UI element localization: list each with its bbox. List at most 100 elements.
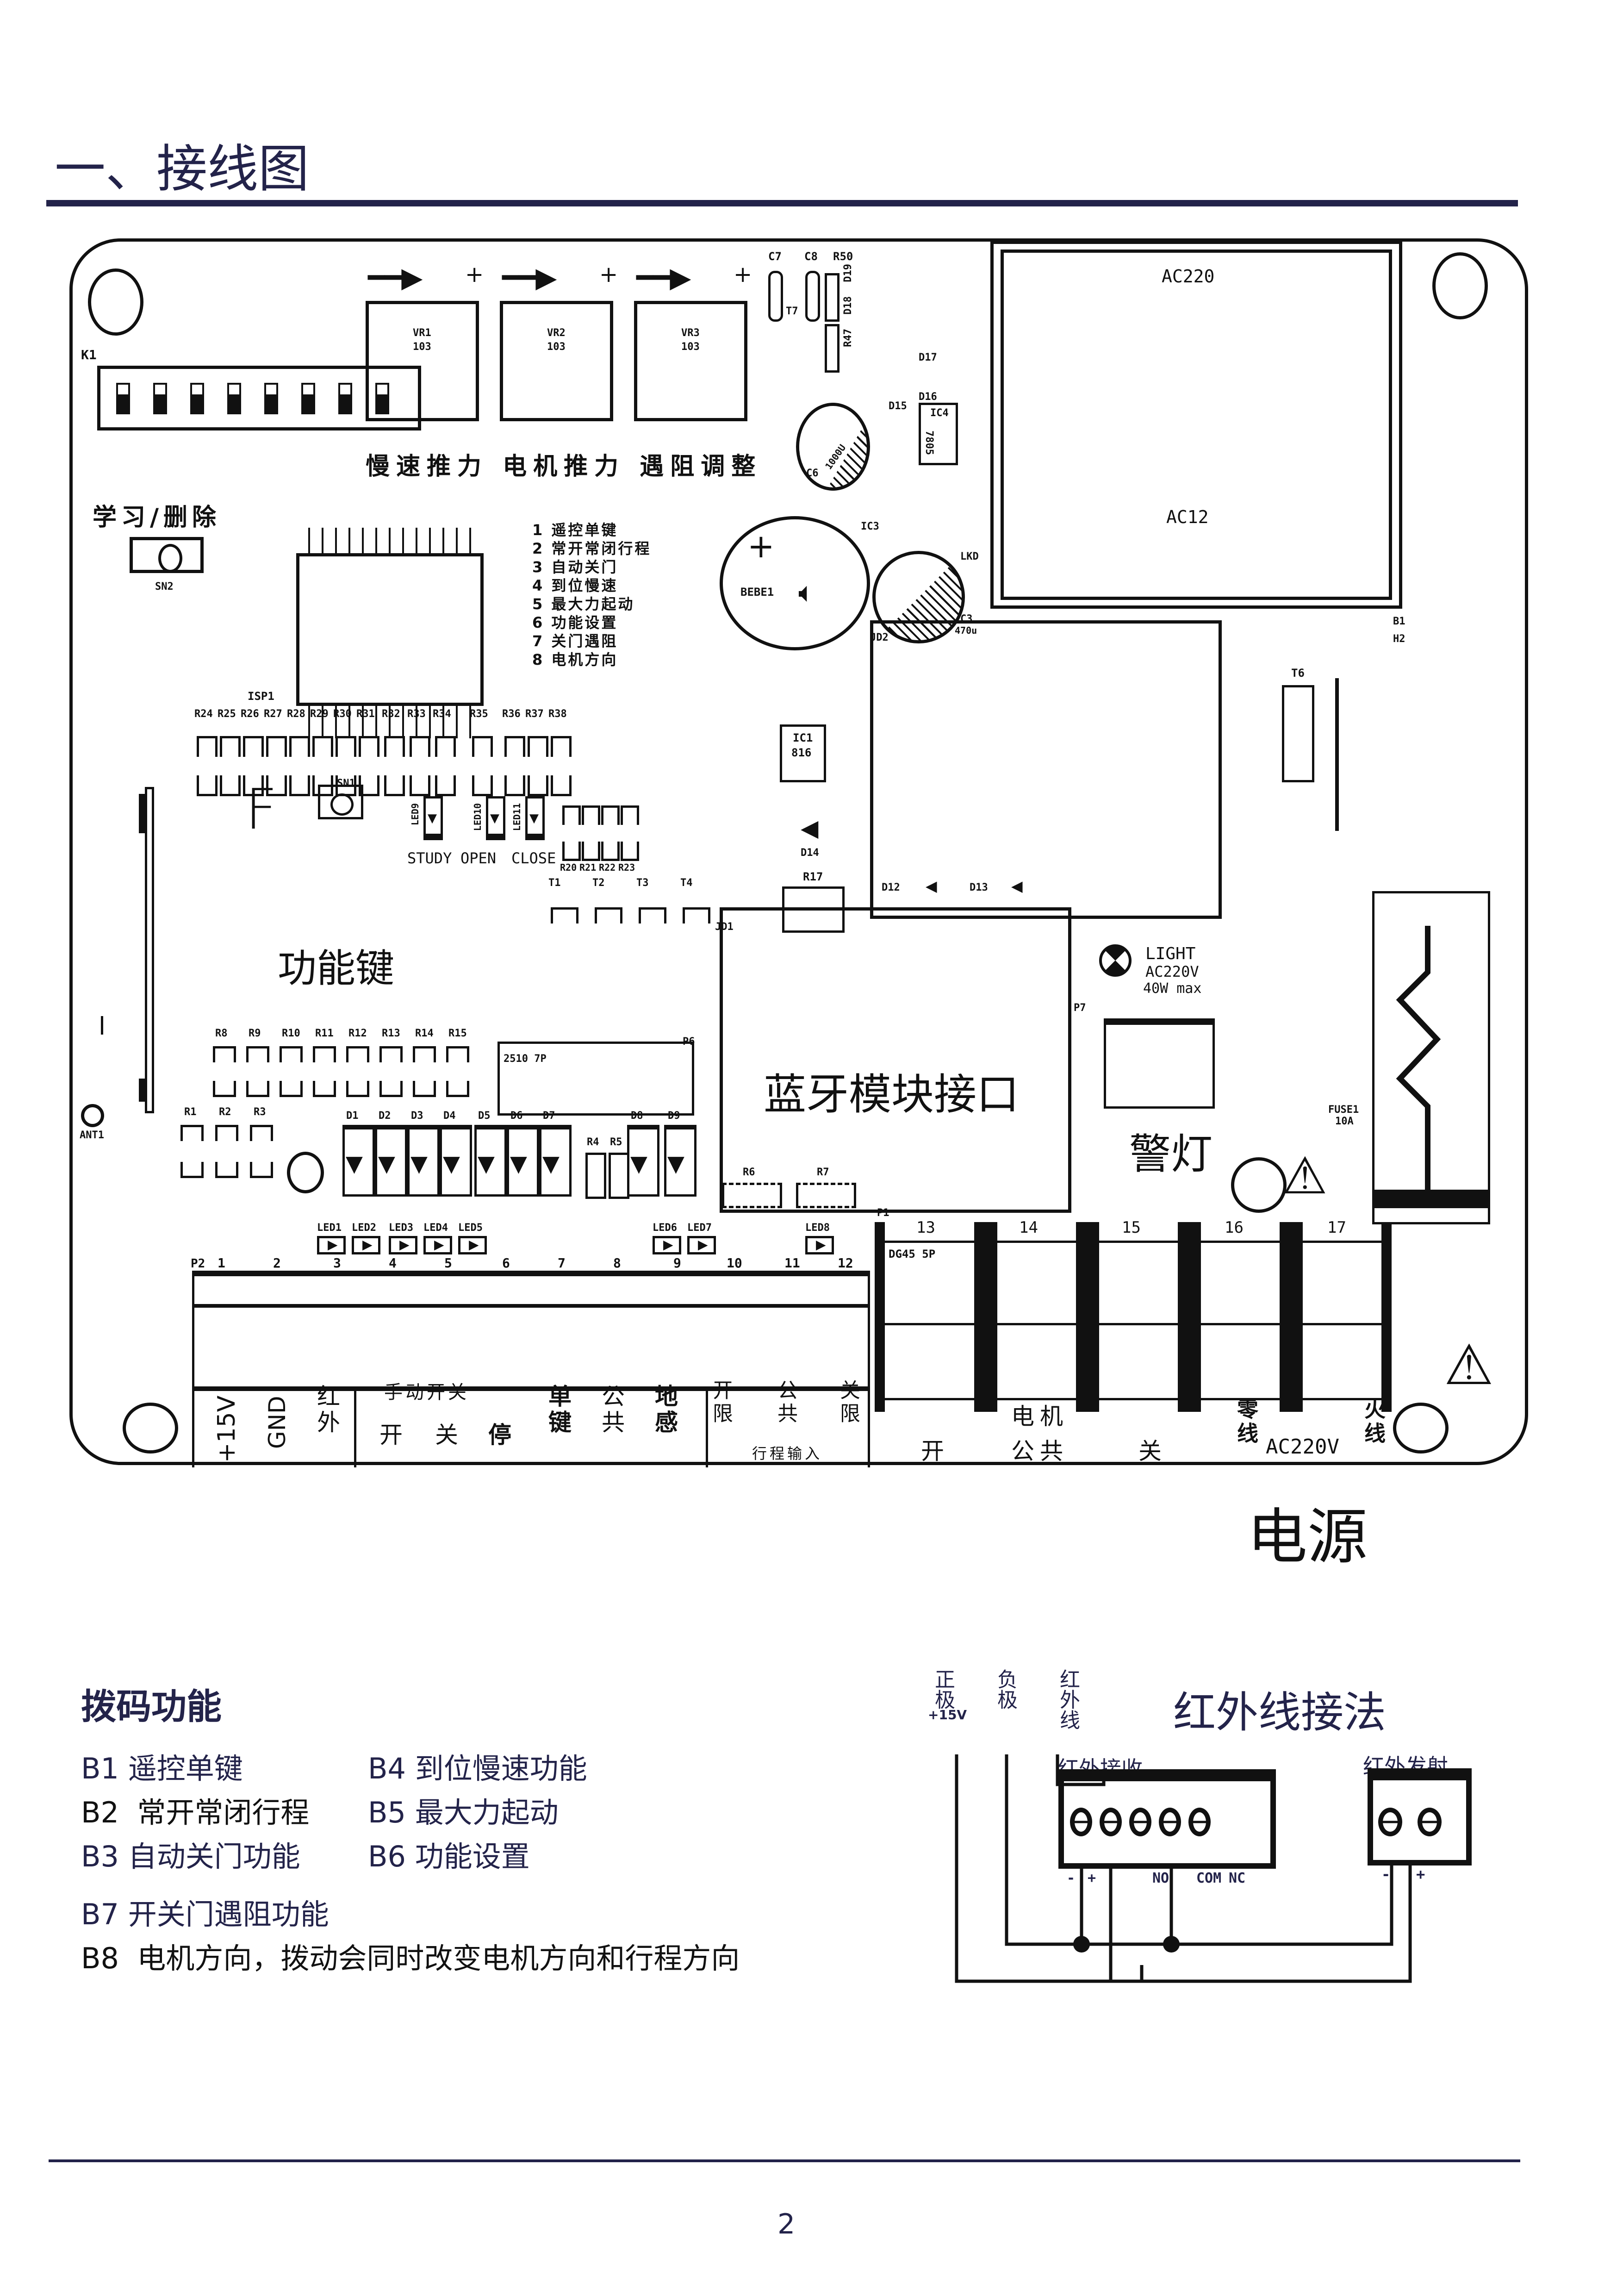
- resistor-ref: R30: [333, 708, 352, 720]
- bluetooth-module-area: [720, 907, 1071, 1213]
- resistor-ref: R15: [448, 1028, 467, 1039]
- led-ref: LED1: [317, 1222, 342, 1234]
- resistor-ref: R13: [382, 1028, 400, 1039]
- dip-switch-ref: K1: [81, 347, 97, 362]
- ir-plus15v: +15V: [928, 1707, 967, 1722]
- mcu-pin: [456, 528, 458, 553]
- diode: [440, 1125, 472, 1197]
- dip-function-item: B4 到位慢速功能: [368, 1752, 587, 1785]
- fuse-rating: 10A: [1335, 1116, 1354, 1127]
- transistor-ref: T3: [636, 877, 649, 889]
- dip-switch[interactable]: [97, 366, 421, 430]
- terminal-screw-icon[interactable]: [1100, 1808, 1122, 1836]
- sn2-ref: SN2: [155, 581, 174, 593]
- resistor-pad-bottom: [243, 775, 264, 796]
- resistor-ref: R29: [310, 708, 329, 720]
- transformer-secondary: AC12: [1166, 507, 1209, 527]
- resistor-pad-bottom: [601, 842, 620, 861]
- dip-legend-item: 2 常开常闭行程: [532, 540, 652, 557]
- resistor-ref: R8: [215, 1028, 228, 1039]
- led-ref: LED4: [423, 1222, 448, 1234]
- pot-arrow-icon: ━━▶: [636, 262, 691, 294]
- dip-switch-slot[interactable]: [153, 383, 167, 414]
- resistor-pad-bottom: [384, 775, 405, 796]
- dip-switch-slot[interactable]: [375, 383, 389, 414]
- resistor-ref: R10: [282, 1028, 300, 1039]
- dip-switch-slot[interactable]: [227, 383, 241, 414]
- header-rule: [46, 200, 1518, 206]
- motor-label: 电机: [1011, 1403, 1069, 1430]
- f-label: F: [245, 778, 278, 842]
- dip-switch-slot[interactable]: [190, 383, 204, 414]
- c8: [805, 271, 820, 322]
- diode: [474, 1125, 507, 1197]
- light-line1: LIGHT: [1145, 944, 1196, 963]
- pcb-board: [69, 238, 1528, 1465]
- resistor-ref: R4: [587, 1136, 599, 1148]
- relay-block: [870, 620, 1222, 919]
- warning-light-label: 警灯: [1129, 1130, 1213, 1179]
- mcu-pin: [348, 706, 350, 738]
- learn-button-sn2[interactable]: [130, 537, 204, 573]
- ir-rx-terminal-label: +: [1088, 1870, 1096, 1886]
- terminal-screw-icon[interactable]: [1159, 1808, 1181, 1836]
- dip-switch-slot[interactable]: [301, 383, 315, 414]
- terminal-block-p2: [192, 1271, 870, 1467]
- p1-pin-number: 15: [1122, 1218, 1141, 1237]
- mcu-pin: [402, 528, 404, 553]
- ic3-ref: IC3: [861, 521, 879, 532]
- resistor-ref: R27: [264, 708, 282, 720]
- dip-function-item: B8 电机方向，拨动会同时改变电机方向和行程方向: [81, 1941, 740, 1975]
- d18-ref: D18: [842, 296, 854, 315]
- pot-arrow-icon: ━━▶: [368, 262, 423, 294]
- terminal-screw-icon[interactable]: [1070, 1808, 1092, 1836]
- terminal-screw-icon[interactable]: [1378, 1808, 1402, 1836]
- d15-ref: D15: [889, 400, 907, 412]
- resistor-pad: [796, 1183, 856, 1208]
- dip-switch-slot[interactable]: [116, 383, 130, 414]
- power-ac: AC220V: [1266, 1435, 1339, 1459]
- mcu-pin: [469, 528, 471, 553]
- dip-function-item: B2 常开常闭行程: [81, 1796, 310, 1829]
- terminal-screw-icon[interactable]: [1188, 1808, 1211, 1836]
- p2-pin-number: 5: [444, 1255, 452, 1271]
- left-header: [145, 787, 154, 1113]
- p2-pin-number: 1: [218, 1255, 225, 1271]
- resistor-ref: R34: [433, 708, 451, 720]
- t7-ref: T7: [786, 306, 798, 317]
- d19-ref: D19: [842, 264, 854, 282]
- regulator-label: 7805: [923, 430, 935, 455]
- resistor-ref: R20: [560, 862, 577, 873]
- p1-divider: [1178, 1222, 1201, 1412]
- dip-switch-slot[interactable]: [338, 383, 352, 414]
- resistor-pad-bottom: [621, 842, 639, 861]
- function-button-sn1[interactable]: [318, 785, 363, 819]
- led: ▶: [389, 1236, 417, 1254]
- resistor-pad-top: [601, 805, 620, 825]
- terminal-screw-icon[interactable]: [1418, 1808, 1442, 1836]
- power-label: 电源: [1247, 1502, 1368, 1572]
- mcu-pin: [362, 528, 364, 553]
- ir-tx-terminal-label: -: [1381, 1866, 1391, 1883]
- transistor-ref: T4: [680, 877, 693, 889]
- terminal-screw-icon[interactable]: [1129, 1808, 1151, 1836]
- p1-divider: [875, 1222, 885, 1412]
- dip-legend-item: 5 最大力起动: [532, 595, 635, 613]
- resistor-ref: R33: [407, 708, 426, 720]
- resistor-pad-top: [359, 736, 379, 757]
- resistor-pad-top: [621, 805, 639, 825]
- resistor-ref: R7: [817, 1167, 829, 1178]
- speaker-icon: 🔈︎: [798, 576, 815, 609]
- led-arrow-icon: ▶: [469, 1237, 479, 1252]
- pot-ref: VR1: [413, 327, 431, 339]
- mount-hole-tl: [88, 268, 143, 336]
- dip-switch-slot[interactable]: [264, 383, 278, 414]
- led: ▶: [423, 1236, 452, 1254]
- resistor-pad-bottom: [180, 1162, 204, 1178]
- resistor-pad-bottom: [213, 1081, 236, 1097]
- resistor-ref: R24: [194, 708, 213, 720]
- resistor-ref: R21: [579, 862, 597, 873]
